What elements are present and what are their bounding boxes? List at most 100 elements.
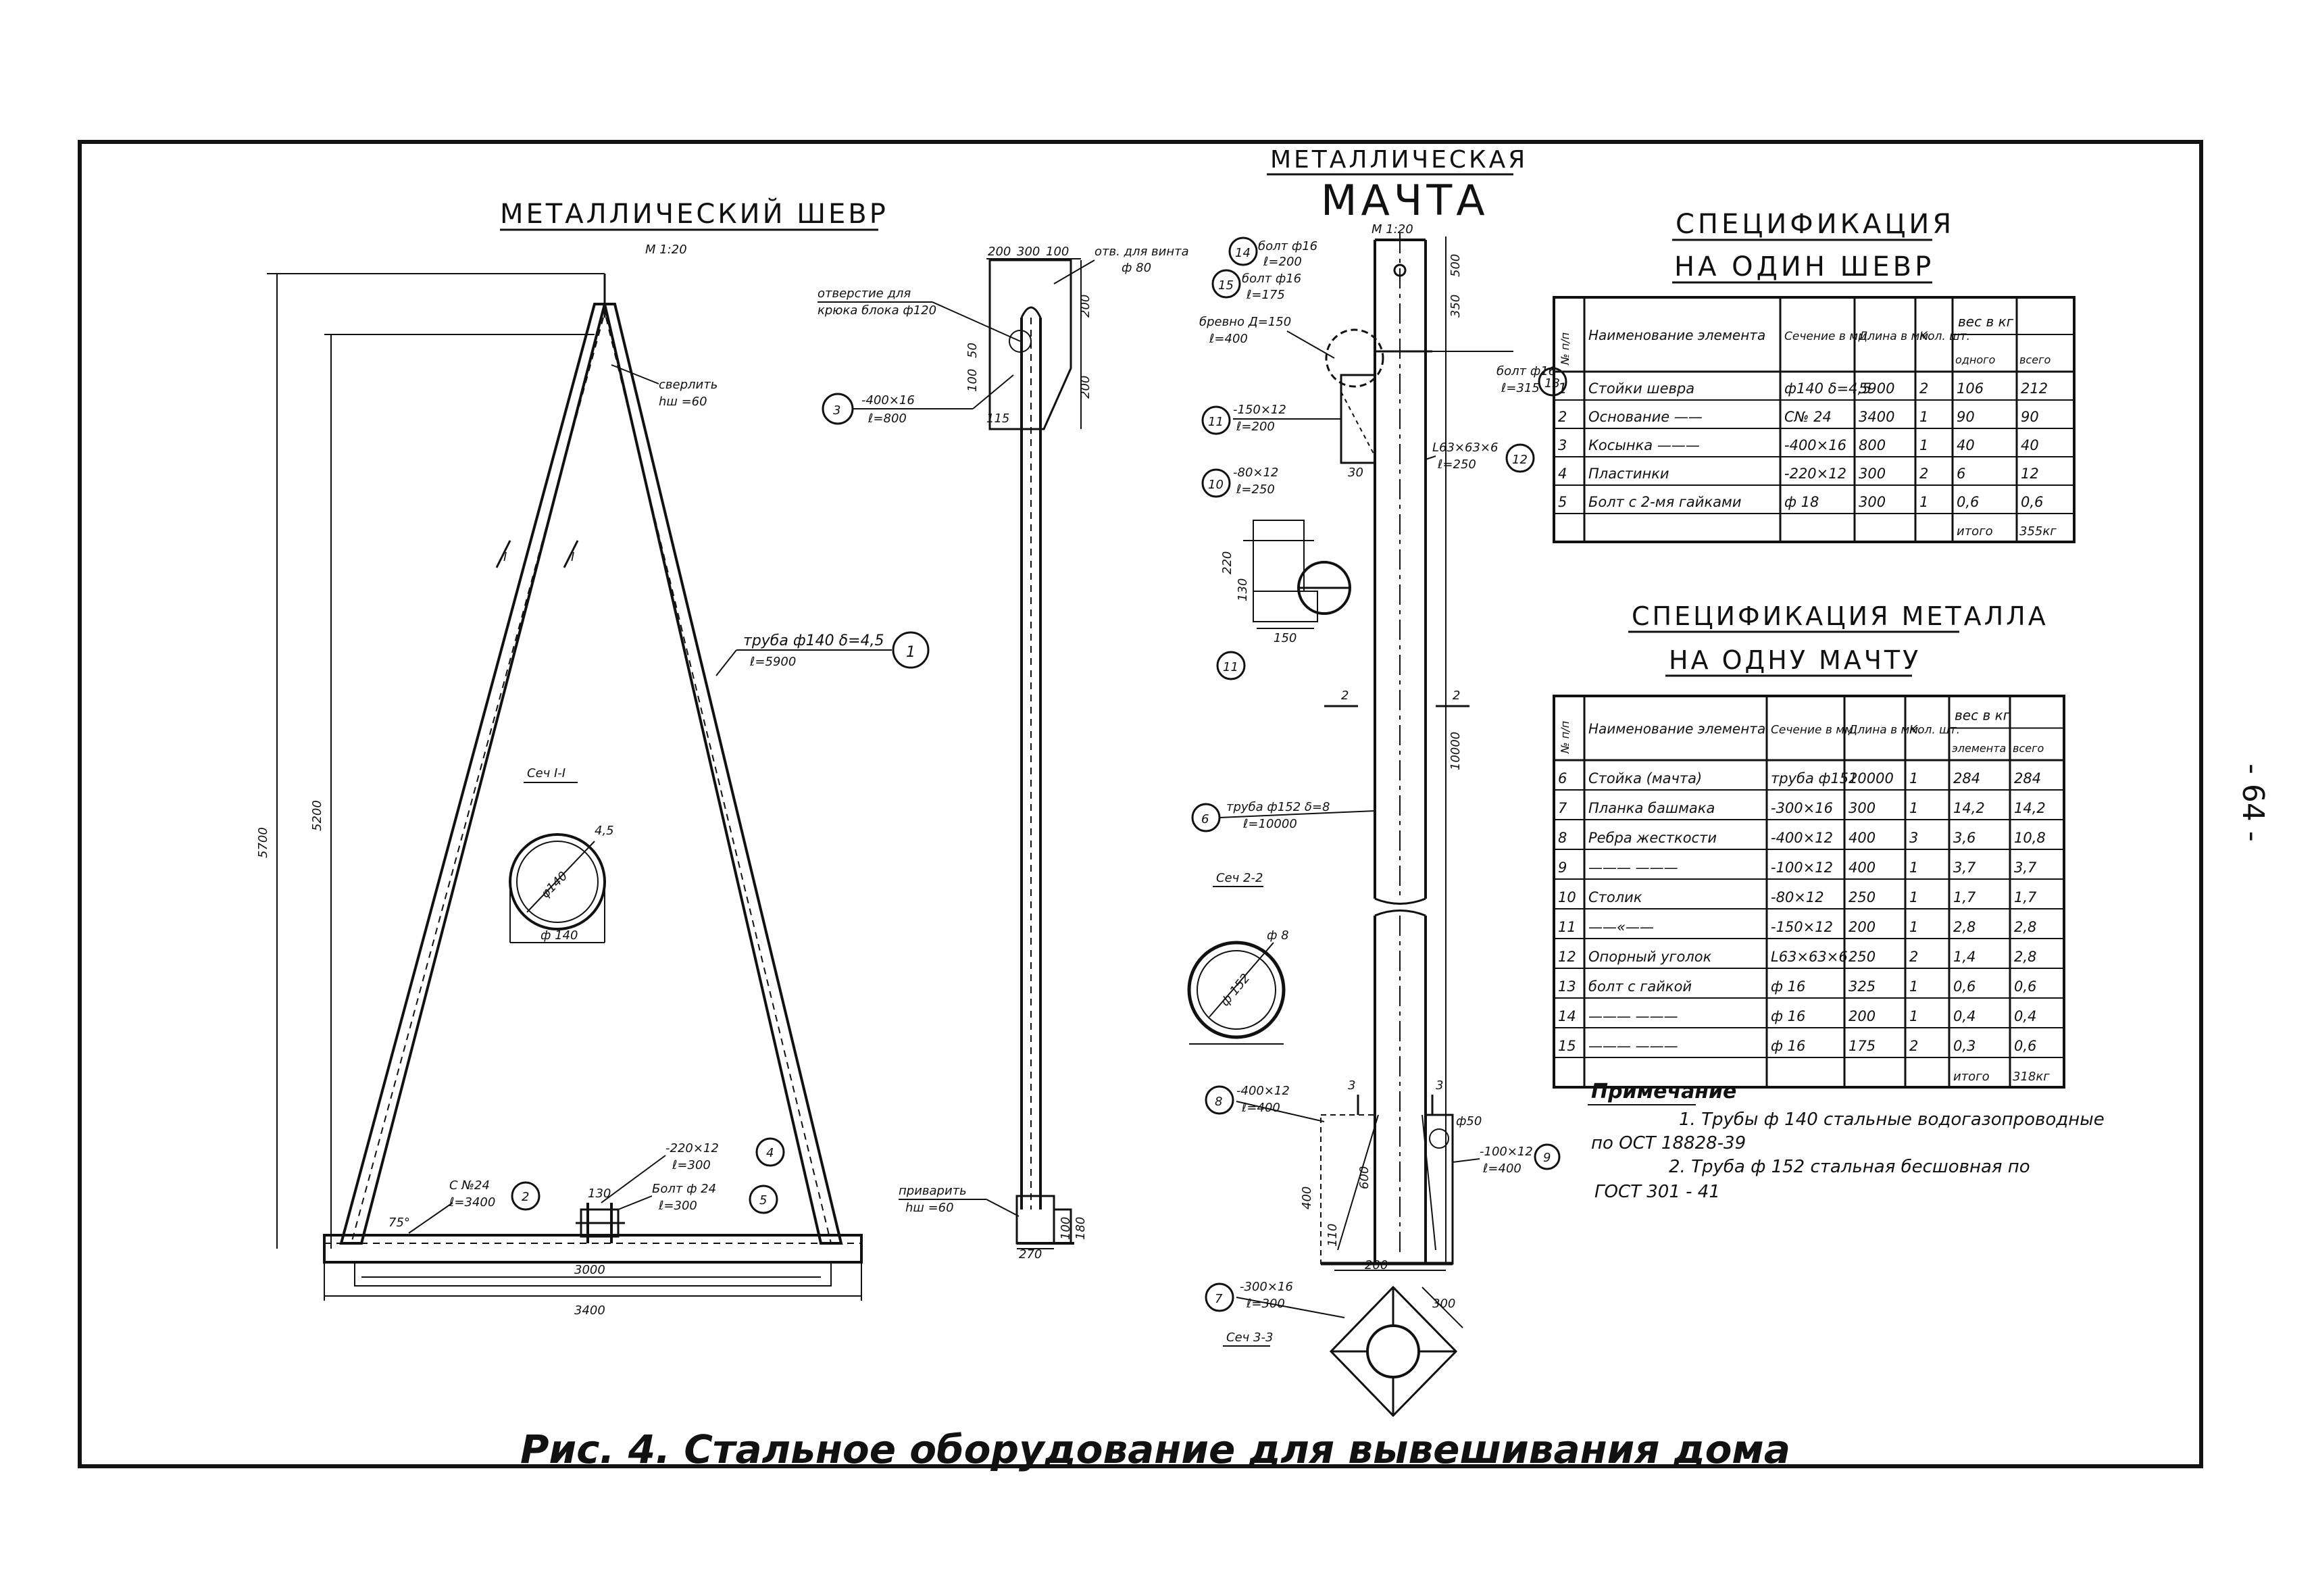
spec2-cell-7-5: 0,6 [1953, 978, 1976, 995]
notes-title: Примечание [1591, 1080, 1736, 1103]
spec2-header-4: Кол. шт. [1909, 724, 1960, 737]
spec1-header-3: Длина в мм. [1858, 330, 1932, 343]
notes-line2: по ОСТ 18828-39 [1591, 1133, 1746, 1153]
spec1-cell-4-0: 5 [1558, 494, 1567, 510]
side-dim-gap: 300 [1017, 245, 1040, 259]
mast-dim-220: 220 [1220, 551, 1234, 574]
mast-angle12-len: ℓ=250 [1437, 457, 1476, 472]
spec2-cell-5-5: 2,8 [1953, 919, 1976, 935]
spec1-cell-4-2: ф 18 [1784, 494, 1819, 510]
spec2-cell-0-4: 1 [1909, 770, 1918, 787]
spec1-cell-1-2: С№ 24 [1784, 409, 1832, 425]
spec2-header-2: Сечение в мм. [1771, 724, 1857, 737]
spec2-cell-4-2: -80×12 [1771, 889, 1824, 905]
side-hole-screw: отв. для винта [1095, 245, 1189, 259]
shevr-channel-len: ℓ=3400 [449, 1195, 495, 1210]
figure-caption: Рис. 4. Стальное оборудование для вывеши… [520, 1426, 1790, 1472]
shevr-scale: М 1:20 [645, 243, 687, 257]
spec2-header-5: вес в кг [1955, 707, 2011, 724]
spec1-cell-2-2: -400×16 [1784, 437, 1846, 453]
mast-p7-len: ℓ=300 [1246, 1297, 1285, 1311]
spec2-cell-0-2: труба ф152 [1771, 770, 1858, 787]
spec1-title-2: НА ОДИН ШЕВР [1674, 251, 1934, 282]
shevr-apex-label: сверлить [659, 378, 718, 392]
mast-mark2-right: 2 [1453, 689, 1460, 703]
spec2-cell-8-4: 1 [1909, 1008, 1918, 1024]
spec1-total-value: 355кг [2019, 524, 2057, 539]
shevr-apex-value: hш =60 [659, 395, 707, 409]
spec2-cell-0-6: 284 [2014, 770, 2041, 787]
mast-base-shoe: 200 3 3 400 600 110 ф50 [1300, 1078, 1482, 1272]
spec2-cell-4-1: Столик [1588, 889, 1642, 905]
side-hole-screw2: ф 80 [1122, 261, 1151, 275]
page-number: - 64 - [2236, 764, 2270, 842]
spec2-cell-4-4: 1 [1909, 889, 1918, 905]
spec1-cell-0-6: 212 [2021, 380, 2048, 397]
spec1-cell-3-1: Пластинки [1588, 466, 1669, 482]
spec2-cell-9-3: 175 [1848, 1038, 1876, 1054]
side-dim-100: 100 [965, 369, 980, 392]
mast-p8-len: ℓ=400 [1241, 1101, 1280, 1115]
shevr-base [323, 1234, 863, 1264]
side-plate-num: 3 [833, 403, 840, 418]
notes: Примечание 1. Трубы ф 140 стальные водог… [1588, 1080, 2105, 1202]
mast-bolt15-num: 15 [1218, 278, 1234, 293]
spec1-title-1: СПЕЦИФИКАЦИЯ [1676, 209, 1955, 240]
spec2-cell-1-1: Планка башмака [1588, 800, 1715, 816]
spec1-header-4: Кол. шт. [1919, 330, 1970, 343]
spec1-cell-0-3: 5900 [1859, 380, 1894, 397]
mast-dim-350: 350 [1449, 295, 1463, 318]
shevr-drawing: МЕТАЛЛИЧЕСКИЙ ШЕВР М 1:20 5700 5200 свер… [256, 197, 930, 1318]
notes-line1: 1. Трубы ф 140 стальные водогазопроводны… [1679, 1109, 2105, 1130]
spec2-total-value: 318кг [2013, 1070, 2050, 1084]
shevr-height-inner: 5200 [310, 800, 324, 831]
spec2-cell-0-3: 10000 [1848, 770, 1894, 787]
spec1-cell-3-2: -220×12 [1784, 466, 1846, 482]
shevr-height-outer: 5700 [256, 827, 270, 858]
notes-line4: ГОСТ 301 - 41 [1594, 1182, 1720, 1202]
spec2-cell-2-0: 8 [1558, 830, 1567, 846]
spec2-cell-1-5: 14,2 [1953, 800, 1985, 816]
spec1-cell-1-1: Основание —— [1588, 409, 1703, 425]
spec2-cell-6-6: 2,8 [2014, 949, 2036, 965]
mast-height: 10000 [1449, 732, 1463, 770]
mast-p10: -80×12 [1233, 466, 1278, 480]
mast-p8: -400×12 [1236, 1084, 1290, 1098]
mast-section2-circle [1187, 941, 1286, 1039]
mast-angle12-num: 12 [1512, 453, 1528, 467]
shevr-section-thk: 4,5 [595, 824, 614, 838]
mast-p9-num: 9 [1543, 1151, 1551, 1165]
spec2-cell-2-3: 400 [1848, 830, 1876, 846]
spec1-total-label: итого [1957, 524, 1993, 539]
spec2-cell-5-2: -150×12 [1771, 919, 1833, 935]
mast-p8-num: 8 [1215, 1095, 1222, 1109]
mast-scale: М 1:20 [1372, 222, 1413, 236]
mast-pipe6-num: 6 [1201, 812, 1209, 826]
spec2-frame [1553, 695, 2065, 1089]
side-plate-label: -400×16 [861, 393, 915, 407]
mast-drawing: МЕТАЛЛИЧЕСКАЯ МАЧТА М 1:20 500 350 10000… [1187, 146, 1567, 1418]
spec2-cell-1-2: -300×16 [1771, 800, 1833, 816]
mast-dim-200: 200 [1365, 1258, 1388, 1272]
spec2-cell-9-0: 15 [1558, 1038, 1576, 1054]
mast-bolt13-len: ℓ=315 [1501, 381, 1540, 395]
mast-p11-num: 11 [1208, 415, 1224, 429]
mast-dim-300: 300 [1432, 1297, 1455, 1311]
spec2-cell-8-2: ф 16 [1771, 1008, 1805, 1024]
side-dim-bot2: 100 [1059, 1217, 1073, 1240]
spec2-cell-8-5: 0,4 [1953, 1008, 1976, 1024]
side-dim-bot3: 180 [1074, 1217, 1088, 1240]
spec2-total-label: итого [1953, 1070, 1990, 1084]
spec2-cell-2-6: 10,8 [2014, 830, 2046, 846]
shevr-angle: 75° [388, 1216, 410, 1230]
spec1-cell-1-4: 1 [1919, 409, 1928, 425]
spec2-cell-1-4: 1 [1909, 800, 1918, 816]
mast-p11: -150×12 [1233, 403, 1286, 417]
spec1-cell-1-0: 2 [1558, 409, 1567, 425]
shevr-pipe-length: ℓ=5900 [749, 655, 796, 669]
side-dim-50: 50 [965, 343, 980, 358]
mast-dim-400: 400 [1300, 1187, 1314, 1210]
spec1-cell-2-3: 800 [1859, 437, 1886, 453]
